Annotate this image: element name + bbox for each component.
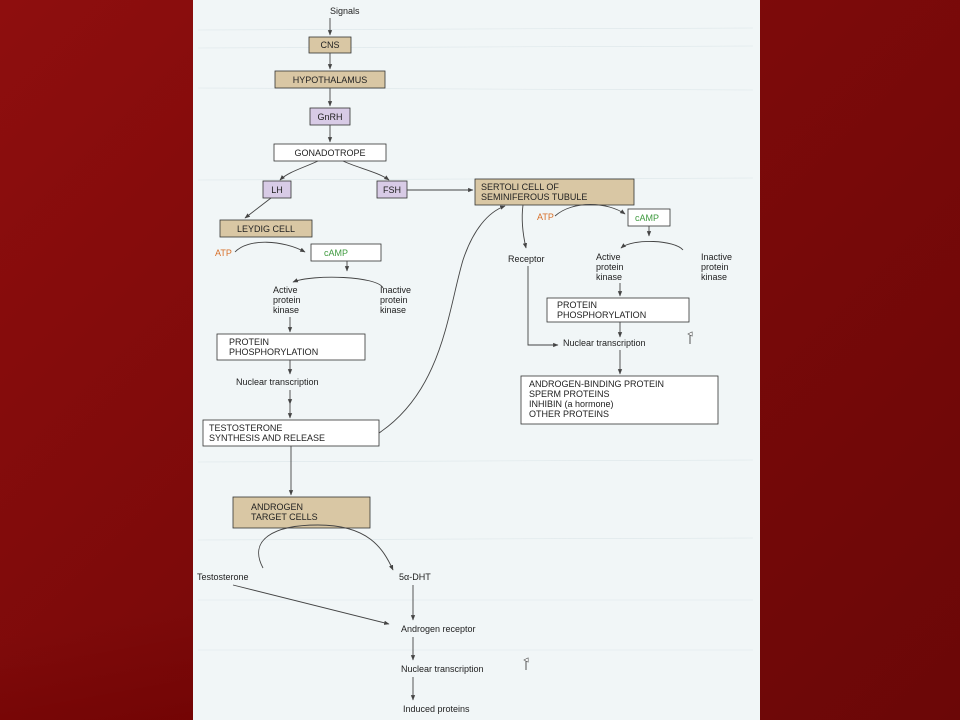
proteins-node: ANDROGEN-BINDING PROTEIN SPERM PROTEINS … [520,375,719,425]
arrow-lh-leydig [244,197,272,219]
svg-text:cAMP: cAMP [635,213,659,223]
svg-text:INHIBIN (a hormone): INHIBIN (a hormone) [529,399,614,409]
svg-text:SERTOLI CELL OF: SERTOLI CELL OF [481,182,559,192]
sertoli-cell-node: SERTOLI CELL OF SEMINIFEROUS TUBULE [474,178,635,206]
arrow-right-atp-camp [554,204,626,217]
svg-text:PHOSPHORYLATION: PHOSPHORYLATION [557,310,646,320]
svg-text:ANDROGEN: ANDROGEN [251,502,303,512]
arrow-testosterone-receptor [232,584,390,625]
svg-text:kinase: kinase [701,272,727,282]
svg-text:Inactive: Inactive [380,285,411,295]
fsh-node: FSH [376,180,408,199]
bottom-nuclear-transcription: Nuclear transcription [401,664,484,674]
svg-text:HYPOTHALAMUS: HYPOTHALAMUS [293,75,368,85]
leydig-cell-node: LEYDIG CELL [219,219,313,238]
svg-text:PROTEIN: PROTEIN [557,300,597,310]
dht-label: 5α-DHT [399,572,431,582]
arrow-testosterone-sertoli [378,205,506,434]
svg-text:SYNTHESIS AND RELEASE: SYNTHESIS AND RELEASE [209,433,325,443]
svg-text:OTHER PROTEINS: OTHER PROTEINS [529,409,609,419]
left-active-kinase: Active protein kinase [273,285,301,315]
svg-text:ANDROGEN-BINDING PROTEIN: ANDROGEN-BINDING PROTEIN [529,379,664,389]
right-inactive-kinase: Inactive protein kinase [701,252,732,282]
cns-node: CNS [308,36,352,54]
arrow-sertoli-receptor [521,204,528,249]
right-nuclear-transcription: Nuclear transcription [563,338,646,348]
hypothalamus-node: HYPOTHALAMUS [274,70,386,89]
right-active-kinase: Active protein kinase [596,252,624,282]
right-camp-node: cAMP [627,208,671,227]
right-atp-label: ATP [537,212,554,222]
signals-label: Signals [330,6,360,16]
svg-text:PROTEIN: PROTEIN [229,337,269,347]
svg-text:SEMINIFEROUS TUBULE: SEMINIFEROUS TUBULE [481,192,587,202]
svg-text:Active: Active [273,285,298,295]
svg-text:protein: protein [596,262,624,272]
arrow-testosterone-dht [258,524,394,571]
svg-text:LEYDIG CELL: LEYDIG CELL [237,224,295,234]
svg-text:cAMP: cAMP [324,248,348,258]
testosterone-regulation-diagram: Signals CNS HYPOTHALAMUS GnRH GONADOTROP… [197,6,754,714]
svg-text:GONADOTROPE: GONADOTROPE [294,148,365,158]
svg-text:kinase: kinase [596,272,622,282]
svg-text:PHOSPHORYLATION: PHOSPHORYLATION [229,347,318,357]
svg-text:FSH: FSH [383,185,401,195]
svg-text:protein: protein [701,262,729,272]
arrow-left-inactive-active [292,276,384,289]
receptor-label: Receptor [508,254,545,264]
diagram-panel: Signals CNS HYPOTHALAMUS GnRH GONADOTROP… [193,0,760,720]
svg-text:protein: protein [273,295,301,305]
testosterone-label: Testosterone [197,572,249,582]
androgen-target-cells-node: ANDROGEN TARGET CELLS [232,496,371,529]
arrow-right-inactive-active [620,240,684,251]
lh-node: LH [262,180,292,199]
androgen-receptor-label: Androgen receptor [401,624,476,634]
induced-proteins-label: Induced proteins [403,704,470,714]
svg-text:GnRH: GnRH [317,112,342,122]
svg-text:TARGET CELLS: TARGET CELLS [251,512,318,522]
left-phosphorylation-node: PROTEIN PHOSPHORYLATION [216,333,366,361]
gnrh-node: GnRH [309,107,351,126]
testosterone-synthesis-node: TESTOSTERONE SYNTHESIS AND RELEASE [202,419,380,447]
gonadotrope-node: GONADOTROPE [273,143,387,162]
left-nuclear-transcription: Nuclear transcription [236,377,319,387]
svg-text:TESTOSTERONE: TESTOSTERONE [209,423,282,433]
left-atp-label: ATP [215,248,232,258]
arrow-gonadotrope-fsh [342,160,390,181]
left-inactive-kinase: Inactive protein kinase [380,285,411,315]
svg-text:SPERM PROTEINS: SPERM PROTEINS [529,389,610,399]
svg-text:kinase: kinase [380,305,406,315]
svg-text:LH: LH [271,185,283,195]
arrow-left-atp-camp [234,241,306,253]
svg-text:protein: protein [380,295,408,305]
slide-wave-decoration [0,560,200,720]
right-phosphorylation-node: PROTEIN PHOSPHORYLATION [546,297,690,323]
arrow-receptor-nuclear [527,266,559,348]
svg-text:Active: Active [596,252,621,262]
svg-text:CNS: CNS [320,40,339,50]
svg-text:kinase: kinase [273,305,299,315]
svg-text:Inactive: Inactive [701,252,732,262]
left-camp-node: cAMP [310,243,382,262]
arrow-gonadotrope-lh [279,160,319,181]
